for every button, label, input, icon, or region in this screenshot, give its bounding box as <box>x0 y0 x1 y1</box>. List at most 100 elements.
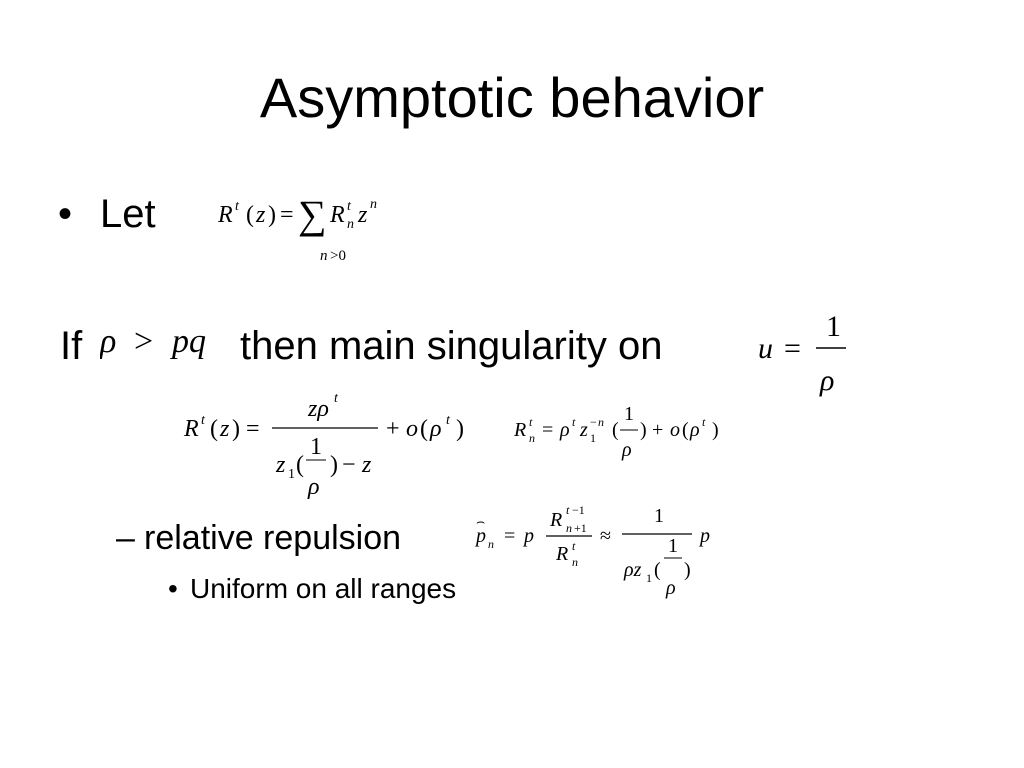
svg-text:): ) <box>232 416 240 442</box>
svg-text:n: n <box>566 521 572 535</box>
svg-text:>: > <box>134 323 153 360</box>
condition-svg: ρ > pq <box>99 323 206 360</box>
svg-text:n: n <box>572 555 578 569</box>
svg-text:1: 1 <box>646 571 652 585</box>
svg-text:(: ( <box>210 416 218 442</box>
svg-text:=: = <box>246 416 260 442</box>
uniform-label: Uniform on all ranges <box>190 573 457 604</box>
if-label: If <box>60 324 83 368</box>
svg-text:ρ: ρ <box>819 364 834 397</box>
svg-text:=: = <box>504 525 515 547</box>
svg-text:1: 1 <box>288 467 295 482</box>
generating-function-svg: R t ( z ) = ∑ R t n z n n >0 <box>217 192 377 264</box>
dot-marker: • <box>168 573 178 604</box>
asymptotic-R-equation: R t ( z ) = zρ t z 1 ( 1 ρ ) − z + o ( ρ… <box>180 388 480 508</box>
svg-text:o: o <box>406 416 418 442</box>
svg-text:=: = <box>784 332 801 365</box>
svg-text:t: t <box>235 199 240 214</box>
svg-text:+1: +1 <box>574 521 587 535</box>
svg-text:(: ( <box>682 419 689 441</box>
bullet-marker: • <box>58 192 73 236</box>
singularity-svg: u = 1 ρ <box>758 310 846 397</box>
svg-text:t: t <box>702 415 706 429</box>
svg-text:R: R <box>218 202 233 228</box>
svg-text:z: z <box>275 452 286 478</box>
condition-equation: ρ > pq <box>99 318 230 373</box>
dash-marker: – <box>116 519 135 557</box>
svg-text:1: 1 <box>826 310 841 343</box>
repulsion-svg: p ⌢ n = p R t −1 n +1 R t n ≈ 1 ρz 1 ( 1… <box>474 503 710 599</box>
svg-text:t: t <box>347 199 352 214</box>
svg-text:): ) <box>684 559 691 581</box>
svg-text:t: t <box>334 391 339 406</box>
svg-text:p: p <box>522 525 534 547</box>
svg-text:t: t <box>201 413 206 428</box>
svg-text:z: z <box>219 416 230 442</box>
svg-text:pq: pq <box>170 323 206 360</box>
svg-text:1: 1 <box>310 434 322 460</box>
svg-text:ρ: ρ <box>665 577 676 599</box>
svg-text:n: n <box>320 248 328 264</box>
asymptotic-coeff-equation: R t n = ρ t z 1 − n ( 1 ρ ) + o ( ρ t ) <box>513 400 734 475</box>
svg-text:(: ( <box>612 419 619 441</box>
svg-text:t: t <box>446 413 451 428</box>
svg-text:o: o <box>670 419 680 441</box>
svg-text:z: z <box>579 419 588 441</box>
svg-text:−: − <box>590 415 597 429</box>
svg-text:ρ: ρ <box>689 419 700 441</box>
svg-text:1: 1 <box>624 403 634 425</box>
svg-text:n: n <box>598 415 604 429</box>
svg-text:+: + <box>386 416 400 442</box>
relative-repulsion-label: relative repulsion <box>144 519 402 557</box>
asymptotic-R-svg: R t ( z ) = zρ t z 1 ( 1 ρ ) − z + o ( ρ… <box>183 391 464 500</box>
svg-text:>0: >0 <box>330 248 346 264</box>
svg-text:ρ: ρ <box>559 419 570 441</box>
asymptotic-coeff-svg: R t n = ρ t z 1 − n ( 1 ρ ) + o ( ρ t ) <box>513 403 719 461</box>
svg-text:t: t <box>572 539 576 553</box>
svg-text:−: − <box>342 452 356 478</box>
svg-text:∑: ∑ <box>298 192 327 237</box>
svg-text:n: n <box>529 431 535 445</box>
svg-text:=: = <box>280 202 294 228</box>
svg-text:ρ: ρ <box>621 439 632 461</box>
svg-text:ρ: ρ <box>307 474 320 500</box>
svg-text:R: R <box>183 416 199 442</box>
svg-text:z: z <box>357 202 368 228</box>
svg-text:+: + <box>652 419 663 441</box>
generating-function-equation: R t ( z ) = ∑ R t n z n n >0 <box>217 192 428 272</box>
svg-text:R: R <box>329 202 345 228</box>
svg-text:u: u <box>758 332 773 365</box>
svg-text:⌢: ⌢ <box>476 515 485 530</box>
svg-text:t: t <box>529 415 533 429</box>
svg-text:t: t <box>566 503 570 517</box>
svg-text:): ) <box>712 419 719 441</box>
svg-text:1: 1 <box>668 535 678 557</box>
slide-title: Asymptotic behavior <box>259 66 765 129</box>
svg-text:p: p <box>474 525 486 547</box>
svg-text:(: ( <box>246 202 254 228</box>
let-label: Let <box>100 192 156 236</box>
svg-text:): ) <box>640 419 647 441</box>
svg-text:−1: −1 <box>572 503 585 517</box>
svg-text:t: t <box>572 415 576 429</box>
svg-text:R: R <box>514 419 526 441</box>
svg-text:R: R <box>549 509 562 531</box>
svg-text:): ) <box>456 416 464 442</box>
svg-text:): ) <box>330 452 338 478</box>
svg-text:): ) <box>268 202 276 228</box>
svg-text:(: ( <box>654 559 661 581</box>
singularity-equation: u = 1 ρ <box>756 300 856 405</box>
svg-text:ρ: ρ <box>429 416 442 442</box>
svg-text:n: n <box>488 537 494 551</box>
repulsion-equation: p ⌢ n = p R t −1 n +1 R t n ≈ 1 ρz 1 ( 1… <box>474 496 724 611</box>
svg-text:1: 1 <box>590 431 596 445</box>
svg-text:=: = <box>542 419 553 441</box>
svg-text:≈: ≈ <box>600 525 611 547</box>
svg-text:z: z <box>361 452 372 478</box>
svg-text:(: ( <box>420 416 428 442</box>
svg-text:n: n <box>370 197 377 212</box>
svg-text:(: ( <box>296 452 304 478</box>
svg-text:z: z <box>255 202 266 228</box>
svg-text:n: n <box>347 217 354 232</box>
svg-text:1: 1 <box>654 505 664 527</box>
